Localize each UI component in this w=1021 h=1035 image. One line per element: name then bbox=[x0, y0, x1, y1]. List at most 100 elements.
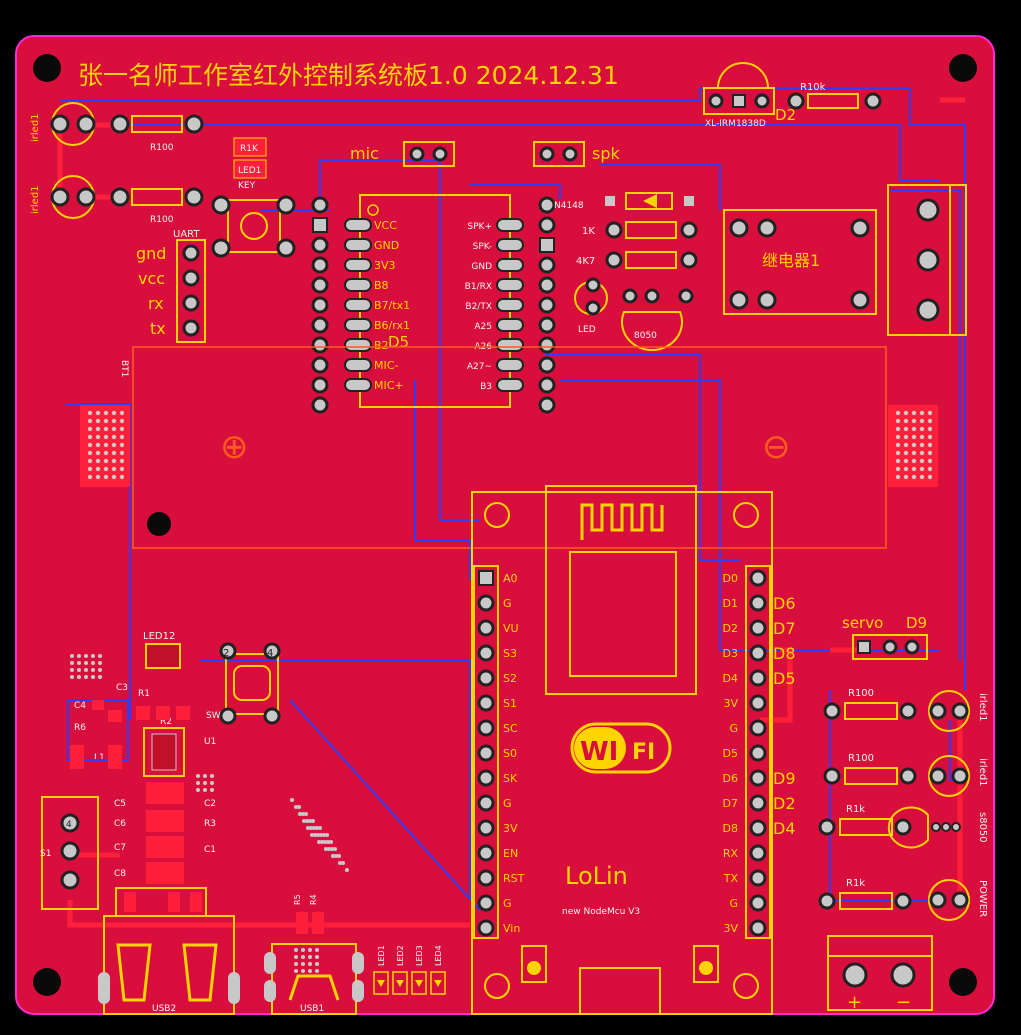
r4k7-label: 4K7 bbox=[576, 256, 595, 267]
indicator-led-label: LED4 bbox=[434, 945, 443, 966]
via bbox=[294, 805, 298, 809]
via bbox=[305, 819, 309, 823]
via bbox=[95, 418, 101, 424]
via bbox=[91, 675, 95, 679]
nodemcu-right-pin-label: D7 bbox=[723, 797, 738, 810]
via bbox=[87, 418, 93, 424]
via bbox=[315, 955, 319, 959]
rb-irled-b-label: irled1 bbox=[977, 758, 988, 787]
via bbox=[95, 434, 101, 440]
via bbox=[111, 474, 117, 480]
via bbox=[911, 418, 917, 424]
via bbox=[911, 458, 917, 464]
indicator-led-label: LED2 bbox=[396, 945, 405, 966]
outer-round-pad bbox=[538, 336, 556, 354]
nodemcu-right-pin-label: D8 bbox=[723, 822, 738, 835]
via bbox=[95, 410, 101, 416]
via bbox=[111, 442, 117, 448]
battery-ref: BT1 bbox=[119, 360, 129, 377]
via bbox=[98, 661, 102, 665]
via bbox=[903, 458, 909, 464]
via bbox=[98, 654, 102, 658]
via bbox=[919, 474, 925, 480]
via bbox=[119, 466, 125, 472]
voice-module-right-pad bbox=[496, 278, 524, 292]
voice-module-right-pad bbox=[496, 318, 524, 332]
voice-module-outer-left-pads bbox=[311, 196, 329, 414]
nodemcu-signal-label: D7 bbox=[773, 619, 796, 638]
voice-module-left-pin-label: VCC bbox=[374, 219, 397, 232]
mic-label: mic bbox=[350, 144, 379, 163]
via bbox=[919, 458, 925, 464]
voice-module-left-pad bbox=[344, 278, 372, 292]
nodemcu-right-pin-label: D6 bbox=[723, 772, 738, 785]
nodemcu-right-pad bbox=[749, 694, 767, 712]
nodemcu-name: LoLin bbox=[565, 862, 628, 890]
via bbox=[919, 442, 925, 448]
transistor-8050: 8050 bbox=[621, 288, 694, 352]
via bbox=[87, 426, 93, 432]
voice-module-right-pad bbox=[496, 298, 524, 312]
via bbox=[911, 410, 917, 416]
s1-pin: 4 bbox=[66, 820, 72, 830]
via bbox=[308, 955, 312, 959]
nodemcu-left-pin-label: 3V bbox=[503, 822, 518, 835]
via bbox=[103, 426, 109, 432]
via bbox=[210, 774, 214, 778]
nodemcu-left-pad bbox=[477, 919, 495, 937]
via bbox=[903, 426, 909, 432]
usb2-label: USB2 bbox=[152, 1004, 176, 1014]
uart-pin-tx: tx bbox=[150, 319, 166, 338]
n4148-label: N4148 bbox=[554, 201, 584, 211]
via bbox=[320, 840, 324, 844]
sw-top-pin-a: 2 bbox=[223, 648, 229, 659]
via bbox=[294, 955, 298, 959]
via bbox=[911, 450, 917, 456]
via bbox=[316, 833, 320, 837]
nodemcu-signal-label: D8 bbox=[773, 644, 796, 663]
wifi-text-b: FI bbox=[632, 740, 655, 765]
via bbox=[111, 466, 117, 472]
outer-round-pad bbox=[311, 276, 329, 294]
nodemcu-right-pin-label: G bbox=[729, 897, 738, 910]
rb-r100-a: R100 bbox=[823, 688, 917, 720]
nodemcu-left-pad bbox=[477, 594, 495, 612]
nodemcu: WI FI LoLin new NodeMcu V3 bbox=[471, 485, 773, 1015]
via bbox=[95, 466, 101, 472]
nodemcu-right-pad bbox=[749, 569, 767, 587]
via bbox=[95, 450, 101, 456]
nodemcu-right-pin-label: 3V bbox=[723, 697, 738, 710]
via bbox=[927, 410, 933, 416]
via bbox=[903, 450, 909, 456]
via bbox=[308, 969, 312, 973]
via bbox=[331, 854, 335, 858]
voice-module-right-pad bbox=[496, 218, 524, 232]
via bbox=[919, 434, 925, 440]
nodemcu-left-pad bbox=[477, 744, 495, 762]
power-terminal: + − bbox=[827, 935, 933, 1013]
via bbox=[196, 781, 200, 785]
key-label: KEY bbox=[238, 181, 256, 191]
via bbox=[919, 426, 925, 432]
voice-module-outer-right-pads bbox=[538, 196, 556, 414]
outer-round-pad bbox=[311, 316, 329, 334]
nodemcu-signal-label: D5 bbox=[773, 669, 796, 688]
outer-square-pad bbox=[539, 237, 555, 253]
via bbox=[313, 833, 317, 837]
nodemcu-signal-label: D6 bbox=[773, 594, 796, 613]
via bbox=[103, 458, 109, 464]
voice-module-left-pin-label: MIC+ bbox=[374, 379, 404, 392]
via bbox=[326, 840, 330, 844]
via bbox=[98, 668, 102, 672]
nodemcu-left-pin-label: G bbox=[503, 797, 512, 810]
board-title: 张一名师工作室红外控制系统板1.0 2024.12.31 bbox=[78, 61, 619, 90]
ir-receiver: XL-IRM1838D D2 bbox=[703, 62, 796, 129]
uart-pin-rx: rx bbox=[148, 294, 164, 313]
nodemcu-left-pin-label: S2 bbox=[503, 672, 517, 685]
outer-round-pad bbox=[311, 236, 329, 254]
via bbox=[95, 474, 101, 480]
via bbox=[70, 668, 74, 672]
spk-header: spk bbox=[533, 141, 620, 167]
